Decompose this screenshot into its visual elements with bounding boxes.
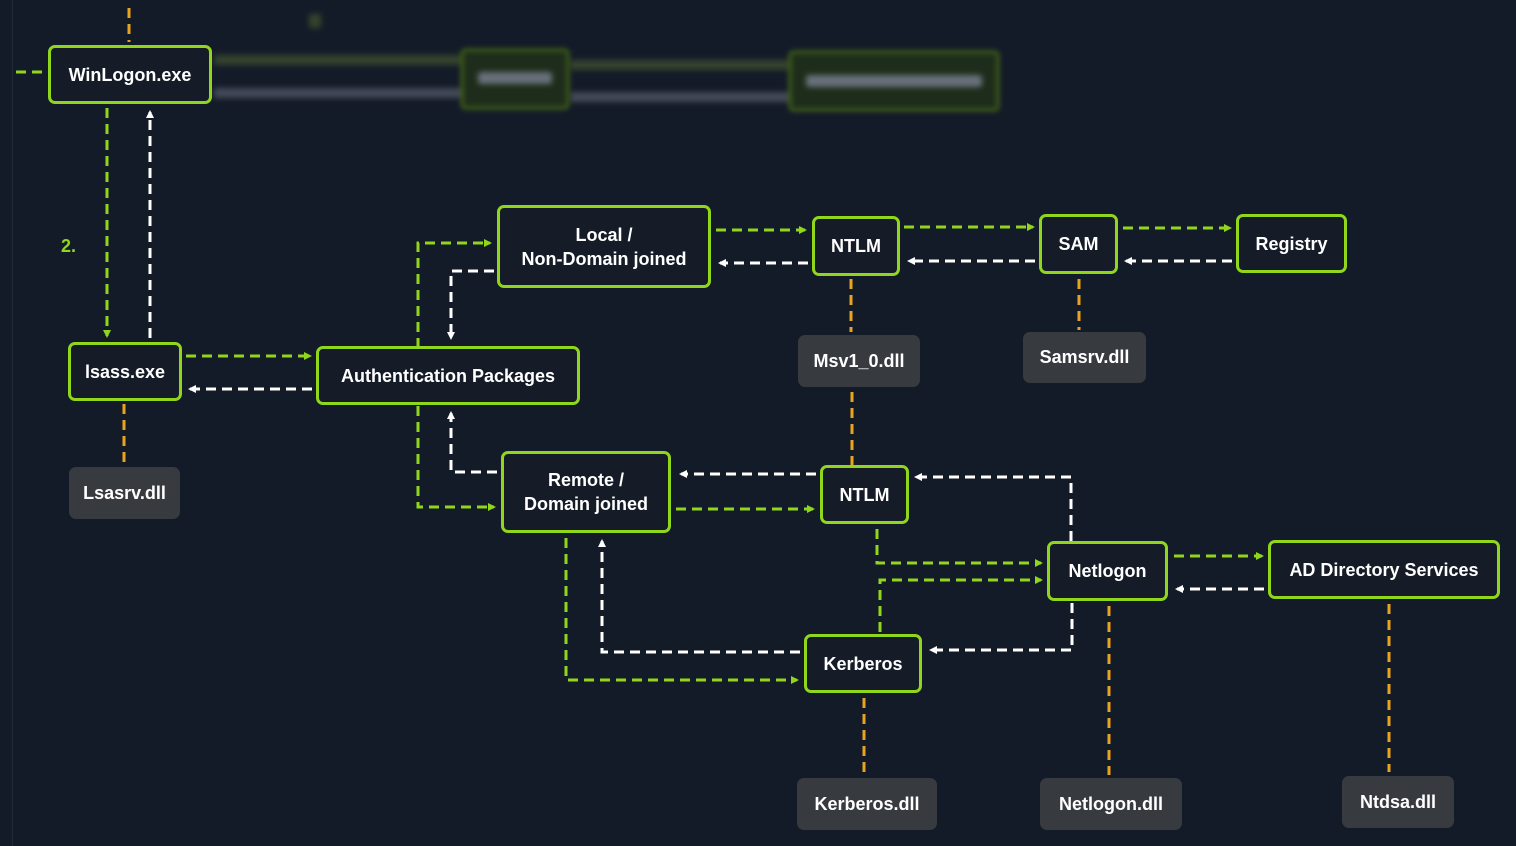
redacted-connector-upper-2	[570, 60, 792, 70]
ntlm-remote-node: NTLM	[820, 465, 909, 524]
kerberos-dll-box: Kerberos.dll	[797, 778, 937, 830]
redacted-connector-lower-2	[570, 92, 792, 102]
redacted-marker	[309, 14, 321, 28]
netlogon-dll-box: Netlogon.dll	[1040, 778, 1182, 830]
local-non-domain-node: Local / Non-Domain joined	[497, 205, 711, 288]
arrow-kerberos-remote	[598, 539, 800, 654]
ntlm-local-node: NTLM	[812, 216, 900, 276]
netlogon-node: Netlogon	[1047, 541, 1168, 601]
arrow-auth-local	[416, 239, 492, 348]
arrow-local-auth	[447, 269, 494, 340]
step-label: 2.	[61, 236, 77, 256]
redacted-connector-lower	[214, 88, 464, 98]
arrow-remote-auth	[447, 411, 497, 474]
arrow-netlogon-kerberos	[929, 603, 1074, 654]
frame-edge	[12, 0, 13, 846]
redacted-box-text	[478, 72, 552, 84]
sam-node: SAM	[1039, 214, 1118, 274]
lsass-node: lsass.exe	[68, 342, 182, 401]
arrow-kerberos-netlogon	[878, 576, 1043, 632]
arrow-remote-kerberos	[564, 538, 799, 684]
authentication-packages-node: Authentication Packages	[316, 346, 580, 405]
msv1-dll-box: Msv1_0.dll	[798, 335, 920, 387]
winlogon-node: WinLogon.exe	[48, 45, 212, 104]
arrow-auth-remote	[416, 406, 496, 511]
ad-directory-services-node: AD Directory Services	[1268, 540, 1500, 599]
samsrv-dll-box: Samsrv.dll	[1023, 332, 1146, 383]
remote-domain-node: Remote / Domain joined	[501, 451, 671, 533]
ntdsa-dll-box: Ntdsa.dll	[1342, 776, 1454, 828]
redacted-connector-upper	[214, 55, 464, 65]
lsasrv-dll-box: Lsasrv.dll	[69, 467, 180, 519]
arrow-netlogon-ntlm	[914, 473, 1073, 541]
kerberos-node: Kerberos	[804, 634, 922, 693]
arrow-ntlm-netlogon	[875, 529, 1043, 567]
registry-node: Registry	[1236, 214, 1347, 273]
redacted-box-text	[806, 75, 982, 87]
